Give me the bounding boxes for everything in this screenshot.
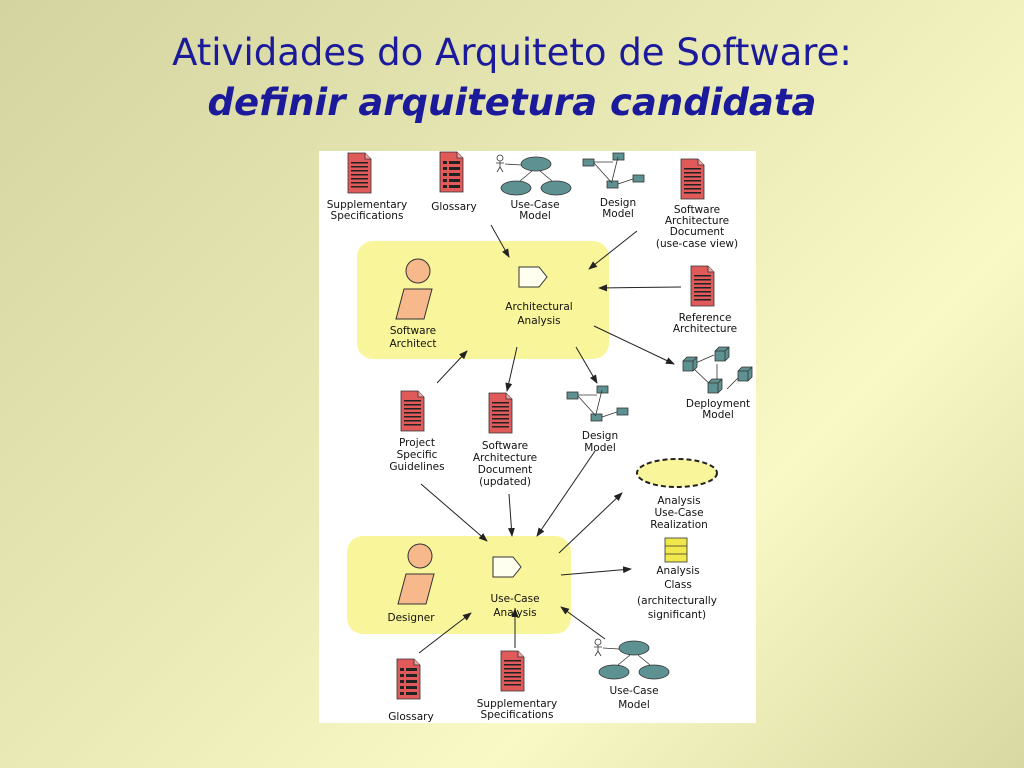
glossary-bottom-label: Glossary <box>388 711 433 723</box>
design-model-icon <box>582 152 645 189</box>
analysis-class-l3: (architecturally <box>637 595 717 607</box>
title-line-2: definir arquitetura candidata <box>207 81 817 124</box>
reference-architecture-icon <box>690 265 715 307</box>
analysis-uc-realization-icon <box>636 458 718 488</box>
design-model-mid-icon <box>566 385 629 422</box>
supp-specs-top-l2: Specifications <box>331 210 404 222</box>
supp-specs-top-l1: Supplementary <box>327 199 407 211</box>
supplementary-specifications-bottom-icon <box>500 650 525 692</box>
sad-use-case-view-icon <box>680 158 705 200</box>
use-case-model-icon <box>495 154 572 196</box>
sad-ucv-l1: Software <box>674 204 720 216</box>
software-architect-l2: Architect <box>389 338 436 350</box>
workflow-diagram: Supplementary Specifications Glossary Us… <box>319 151 756 723</box>
analysis-class-l2: Class <box>664 579 692 591</box>
architectural-analysis-l1: Architectural <box>505 301 572 313</box>
glossary-bottom-icon <box>396 658 421 700</box>
project-guidelines-icon <box>400 390 425 432</box>
supp-specs-bottom-l1: Supplementary <box>477 698 557 710</box>
supp-specs-bottom-l2: Specifications <box>481 709 554 721</box>
analysis-ucr-l2: Use-Case <box>654 507 703 519</box>
reference-architecture-l1: Reference <box>679 312 732 324</box>
title-line-1: Atividades do Arquiteto de Software: <box>172 31 852 74</box>
analysis-class-icon <box>664 537 688 563</box>
deployment-model-l1: Deployment <box>686 398 750 410</box>
sad-ucv-l4: (use-case view) <box>656 238 738 250</box>
analysis-ucr-l1: Analysis <box>657 495 700 507</box>
use-case-model-bottom-l2: Model <box>618 699 650 711</box>
deployment-model-l2: Model <box>702 409 734 421</box>
design-model-mid-l1: Design <box>582 430 618 442</box>
deployment-model-icon <box>682 346 753 394</box>
software-architect-l1: Software <box>390 325 436 337</box>
use-case-model-bottom-l1: Use-Case <box>609 685 658 697</box>
project-guidelines-l1: Project <box>399 437 435 449</box>
use-case-analysis-area <box>347 536 571 634</box>
supplementary-specifications-icon <box>347 152 372 194</box>
sad-updated-l4: (updated) <box>479 476 531 488</box>
use-case-model-top-l2: Model <box>519 210 551 222</box>
use-case-model-top-l1: Use-Case <box>510 199 559 211</box>
sad-updated-icon <box>488 392 513 434</box>
design-model-top-l1: Design <box>600 197 636 209</box>
sad-ucv-l2: Architecture <box>665 215 729 227</box>
reference-architecture-l2: Architecture <box>673 323 737 335</box>
sad-ucv-l3: Document <box>670 226 724 238</box>
analysis-ucr-l3: Realization <box>650 519 708 531</box>
use-case-analysis-l2: Analysis <box>493 607 536 619</box>
glossary-icon <box>439 151 464 193</box>
analysis-class-l1: Analysis <box>656 565 699 577</box>
architectural-analysis-l2: Analysis <box>517 315 560 327</box>
use-case-analysis-l1: Use-Case <box>490 593 539 605</box>
sad-updated-l1: Software <box>482 440 528 452</box>
project-guidelines-l2: Specific <box>397 449 438 461</box>
glossary-top-label: Glossary <box>431 201 476 213</box>
analysis-class-l4: significant) <box>648 609 706 621</box>
design-model-mid-l2: Model <box>584 442 616 454</box>
flow-arrows <box>418 224 682 654</box>
project-guidelines-l3: Guidelines <box>389 461 444 473</box>
use-case-model-bottom-icon <box>593 638 670 680</box>
sad-updated-l2: Architecture <box>473 452 537 464</box>
sad-updated-l3: Document <box>478 464 532 476</box>
designer-label: Designer <box>387 612 435 624</box>
design-model-top-l2: Model <box>602 208 634 220</box>
